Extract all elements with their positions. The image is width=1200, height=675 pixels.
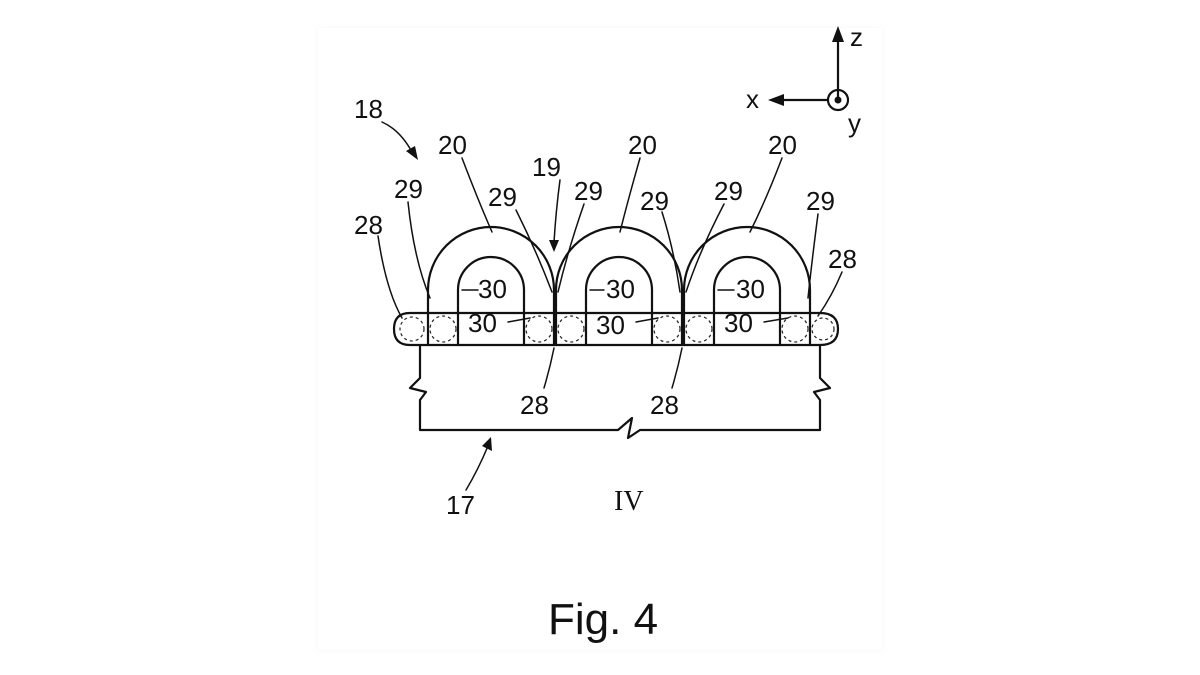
- numeral-17: 17: [446, 490, 475, 520]
- leader-29-f: [807, 213, 819, 299]
- numeral-30-lower-a: 30: [468, 308, 497, 338]
- loop-2-inner: [584, 255, 654, 347]
- leader-29-c: [557, 203, 585, 293]
- hidden-fibre-sections: [399, 315, 835, 343]
- leader-28-right: [817, 271, 843, 317]
- numeral-30-inner-b: 30: [606, 274, 635, 304]
- leader-lines: [377, 121, 843, 491]
- fibre-section: [429, 315, 457, 343]
- arrowhead-18: [406, 146, 418, 160]
- leader-30-lower-b: [635, 317, 659, 323]
- coordinate-system: z x y: [746, 22, 863, 138]
- fibre-section: [399, 316, 425, 342]
- x-arrowhead: [768, 94, 784, 106]
- y-axis-label: y: [848, 108, 861, 138]
- numeral-29-b: 29: [488, 182, 517, 212]
- fibre-section: [557, 315, 585, 343]
- leader-29-b: [515, 209, 553, 293]
- leader-29-a: [407, 201, 431, 299]
- strip-outline: [392, 311, 840, 347]
- numeral-20-a: 20: [438, 130, 467, 160]
- numeral-30-inner-c: 30: [736, 274, 765, 304]
- leader-28-left: [377, 235, 403, 319]
- section-mark: IV: [614, 486, 644, 517]
- leader-28-bottom-a: [543, 347, 555, 389]
- leader-20-b: [619, 157, 641, 233]
- leader-18: [381, 121, 413, 153]
- fibre-section: [653, 315, 681, 343]
- numeral-30-inner-a: 30: [478, 274, 507, 304]
- numeral-30-lower-b: 30: [596, 310, 625, 340]
- numeral-29-a: 29: [394, 174, 423, 204]
- leader-29-d: [661, 211, 681, 293]
- numeral-28-bottom-b: 28: [650, 390, 679, 420]
- numeral-20-c: 20: [768, 130, 797, 160]
- leader-30-lower-c: [763, 317, 789, 323]
- leader-28-bottom-b: [671, 347, 683, 389]
- base-outline: [408, 343, 832, 440]
- arrowhead-19: [549, 240, 559, 252]
- drawing-sheet: [318, 28, 882, 650]
- base-strip: [392, 311, 840, 347]
- loop-1-inner: [456, 255, 526, 347]
- leader-29-e: [685, 203, 725, 293]
- numeral-28-right: 28: [828, 244, 857, 274]
- reference-numerals: 18 19 20 20 20 29 29 29 29 29 29 28 28 2…: [354, 94, 857, 520]
- numeral-18: 18: [354, 94, 383, 124]
- z-arrowhead: [832, 26, 844, 42]
- y-axis-dot: [834, 96, 842, 104]
- numeral-28-bottom-a: 28: [520, 390, 549, 420]
- leader-20-c: [749, 157, 783, 233]
- x-axis-label: x: [746, 84, 759, 114]
- fibre-section: [811, 317, 835, 341]
- figure-caption: Fig. 4: [548, 595, 658, 644]
- numeral-20-b: 20: [628, 130, 657, 160]
- numeral-30-lower-c: 30: [724, 308, 753, 338]
- fibre-section: [525, 315, 553, 343]
- loop-3-outer: [682, 225, 812, 347]
- numeral-29-e: 29: [714, 176, 743, 206]
- numeral-29-c: 29: [574, 176, 603, 206]
- numeral-29-f: 29: [806, 186, 835, 216]
- numeral-29-d: 29: [640, 186, 669, 216]
- leader-30-lower-a: [507, 317, 531, 323]
- y-axis-out-of-page-symbol: [826, 88, 850, 112]
- loop-3-inner: [712, 255, 782, 347]
- z-axis-label: z: [850, 22, 863, 52]
- loop-2-outer: [554, 225, 684, 347]
- fibre-section: [781, 315, 809, 343]
- leader-19: [553, 179, 561, 243]
- leader-17: [465, 445, 489, 491]
- numeral-28-left: 28: [354, 210, 383, 240]
- base-body: [408, 343, 832, 440]
- loop-1-outer: [426, 225, 556, 347]
- arrowhead-17: [482, 437, 492, 451]
- numeral-19: 19: [532, 152, 561, 182]
- fibre-section: [685, 315, 713, 343]
- leader-20-a: [461, 157, 493, 233]
- loop-elements: [426, 225, 812, 347]
